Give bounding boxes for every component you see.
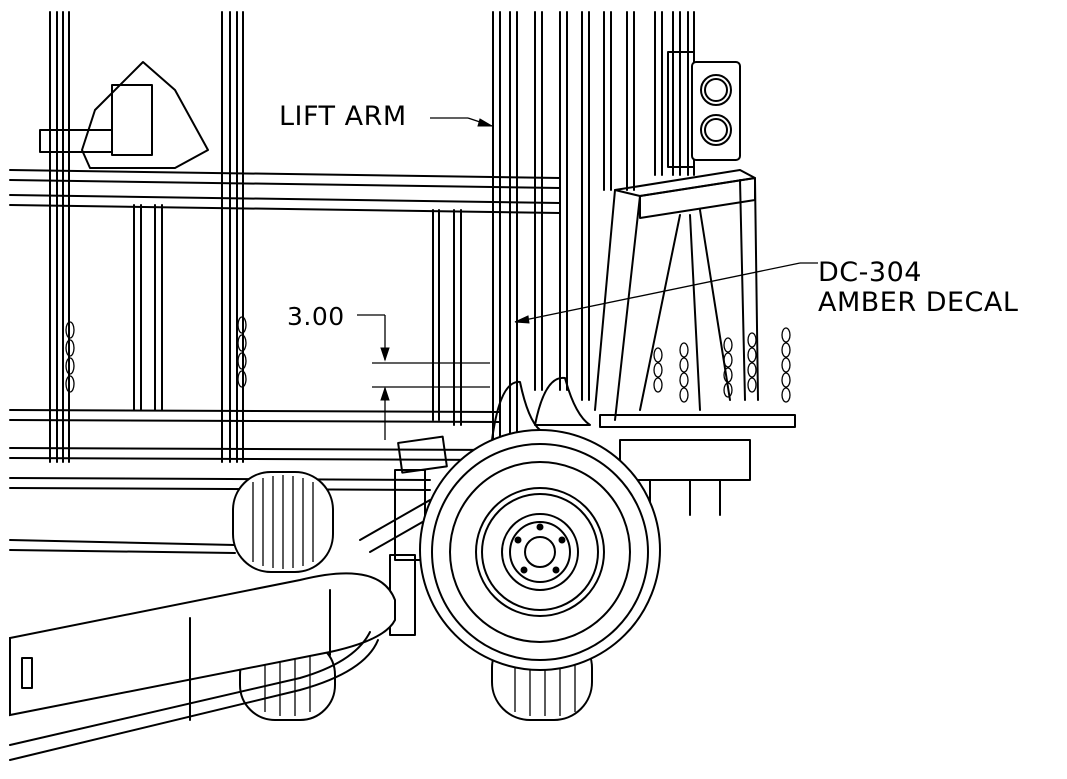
- main-wheel: [419, 429, 661, 671]
- decal-leader: [514, 262, 818, 324]
- signal-light: [667, 51, 741, 168]
- cradle-saddles: [491, 376, 591, 441]
- sign-plate: [39, 61, 209, 169]
- lift-arm-tubes: [492, 11, 695, 441]
- drawbar: [9, 572, 396, 761]
- lift-arm-leader: [430, 117, 494, 127]
- decal-part-number: DC-304: [818, 257, 922, 288]
- left-chains: [65, 316, 247, 393]
- frame-rails: [9, 169, 561, 554]
- right-bracket: [594, 169, 796, 428]
- left-rear-tire: [232, 471, 334, 573]
- dimension-label: 3.00: [287, 302, 345, 331]
- lift-arm-label: LIFT ARM: [279, 101, 407, 132]
- decal-name-label: AMBER DECAL: [818, 287, 1019, 318]
- dimension-3-00: [357, 314, 490, 440]
- left-posts: [49, 11, 462, 463]
- right-chains: [653, 327, 791, 403]
